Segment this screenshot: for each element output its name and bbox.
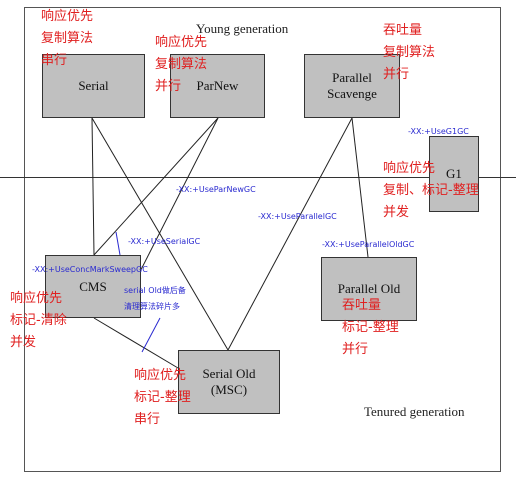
use-g1gc-flag: -XX:+UseG1GC: [408, 127, 469, 136]
parnew-note: 响应优先 复制算法 并行: [155, 35, 208, 94]
serial-old-note: 响应优先 标记-整理 串行: [134, 368, 191, 427]
line-serial-cms: [91, 117, 95, 256]
g1-collector-box: G1: [429, 136, 479, 212]
parallel-scavenge-collector-box: Parallel Scavenge: [304, 54, 400, 118]
use-serialgc-flag: -XX:+UseSerialGC: [128, 237, 201, 246]
use-parallel-old-gc-flag: -XX:+UseParallelOldGC: [322, 240, 415, 249]
serial-note: 响应优先 复制算法 串行: [41, 9, 94, 68]
parnew-collector-box: ParNew: [170, 54, 265, 118]
use-parallelgc-flag: -XX:+UseParallelGC: [258, 212, 337, 221]
cms-collector-box: CMS: [45, 255, 141, 318]
use-parnewgc-flag: -XX:+UseParNewGC: [176, 185, 256, 194]
heap-frame: [24, 7, 501, 472]
line-cms-serial-old: [93, 317, 179, 369]
line-serial-serial-old: [91, 117, 229, 351]
cms-note: 响应优先 标记-清除 并发: [10, 291, 67, 350]
generation-divider: [0, 177, 516, 178]
parallel-scavenge-note: 吞吐量 复制算法 并行: [383, 23, 436, 82]
serial-collector-box: Serial: [42, 54, 145, 118]
g1-note: 响应优先 复制、标记-整理 并发: [383, 161, 479, 220]
serial-old-collector-box: Serial Old (MSC): [178, 350, 280, 414]
young-generation-label: Young generation: [196, 21, 289, 36]
parallel-old-note: 吞吐量 标记-整理 并行: [342, 298, 399, 357]
line-scavenge-parallel-old: [351, 117, 369, 258]
tenured-generation-label: Tenured generation: [364, 404, 465, 419]
line-scavenge-serial-old: [227, 117, 353, 351]
serial-old-fallback-flag: serial Old做后备 清理算法碎片多: [124, 286, 186, 311]
line-parnew-cms: [93, 117, 219, 256]
parallel-old-collector-box: Parallel Old: [321, 257, 417, 321]
flag-pointer-cms-fallback: [141, 317, 161, 353]
use-conc-mark-sweep-gc-flag: -XX:+UseConcMarkSweepGC: [32, 265, 148, 274]
flag-pointer-serialgc: [115, 231, 121, 256]
